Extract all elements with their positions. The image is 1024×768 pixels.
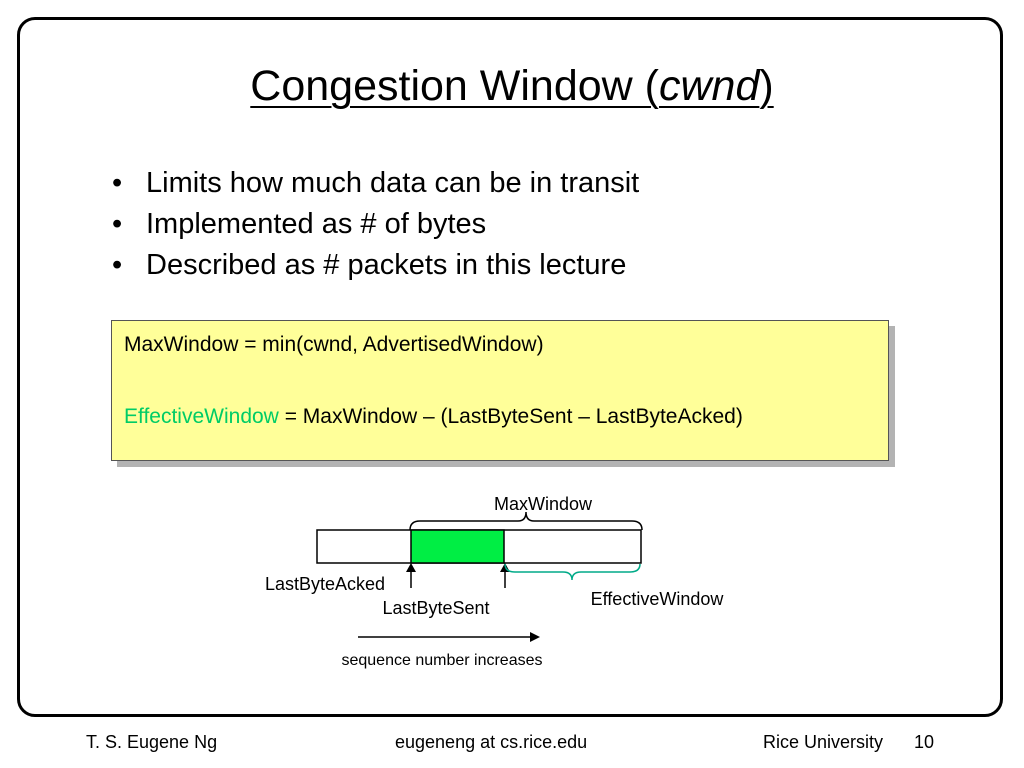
effectivewindow-label: EffectiveWindow (591, 589, 725, 609)
formula-rest: = MaxWindow – (LastByteSent – LastByteAc… (278, 405, 743, 428)
formula-box: MaxWindow = min(cwnd, AdvertisedWindow) … (111, 320, 889, 461)
bullet-dot-icon: • (112, 167, 123, 199)
footer-author: T. S. Eugene Ng (86, 732, 218, 752)
footer-institution: Rice University (763, 732, 884, 752)
lastbyteacked-arrowhead-icon (406, 563, 416, 572)
bullet-item: • Described as # packets in this lecture (112, 245, 639, 286)
effectivewindow-brace (504, 563, 641, 581)
bullet-text: Described as # packets in this lecture (146, 249, 627, 281)
bullet-item: • Limits how much data can be in transit (112, 163, 639, 204)
maxwindow-label: MaxWindow (494, 494, 593, 514)
footer-page-number: 10 (914, 732, 935, 752)
sequence-arrowhead-icon (530, 632, 540, 642)
lastbytesent-label: LastByteSent (382, 598, 489, 618)
bullet-dot-icon: • (112, 208, 123, 240)
bullet-text: Limits how much data can be in transit (146, 167, 640, 199)
formula-effectivewindow: EffectiveWindow = MaxWindow – (LastByteS… (124, 405, 743, 429)
maxwindow-brace (409, 511, 643, 531)
sequence-label: sequence number increases (341, 652, 542, 669)
bullet-dot-icon: • (112, 249, 123, 281)
footer-email: eugeneng at cs.rice.edu (395, 732, 588, 752)
title-suffix: ) (759, 62, 774, 110)
slide-title: Congestion Window (cwnd) (0, 62, 1024, 111)
effectivewindow-highlight: EffectiveWindow (124, 405, 279, 428)
bullet-list: •Limits how much data can be in transit … (112, 163, 639, 286)
title-italic: cwnd (658, 62, 760, 110)
bullet-item: • Implemented as # of bytes (112, 204, 639, 245)
lastbyteacked-label: LastByteAcked (265, 574, 385, 594)
title-text: Congestion Window ( (250, 62, 659, 110)
sent-segment (410, 529, 505, 564)
bullet-text: Implemented as # of bytes (146, 208, 487, 240)
formula-maxwindow: MaxWindow = min(cwnd, AdvertisedWindow) (124, 333, 544, 356)
